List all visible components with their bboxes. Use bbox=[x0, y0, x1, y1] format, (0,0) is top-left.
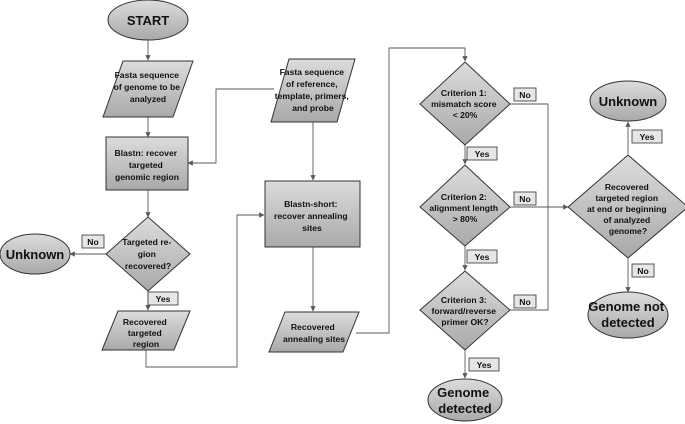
svg-text:Genome detected: Genome detected bbox=[437, 385, 493, 416]
tag-yes-c3-label: Yes bbox=[477, 360, 492, 370]
start-label: START bbox=[127, 13, 169, 28]
recovered-end-decision: Recovered targeted region at end or begi… bbox=[567, 154, 685, 259]
targeted-recovered-line-1: Targeted re- bbox=[122, 237, 171, 247]
recovered-end-line-1: Recovered bbox=[605, 182, 649, 192]
recovered-region-line-3: region bbox=[133, 339, 159, 349]
svg-text:Recovered annealing site: Recovered annealing sites bbox=[283, 322, 345, 344]
criterion1-decision: Criterion 1: mismatch score < 20% bbox=[419, 61, 511, 146]
blastn-short-line-2: recover annealing bbox=[274, 211, 348, 221]
line-c1-no bbox=[510, 103, 549, 207]
criterion1-line-1: Criterion 1: bbox=[441, 88, 487, 98]
tag-yes-c2-label: Yes bbox=[475, 252, 490, 262]
start-node: START bbox=[107, 0, 189, 41]
tag-yes-c1-label: Yes bbox=[475, 149, 490, 159]
tag-no-c3: No bbox=[513, 294, 537, 309]
genome-detected-line-1: Genome bbox=[437, 385, 489, 400]
blastn-short-line-1: Blastn-short: bbox=[284, 199, 338, 209]
criterion3-line-2: forward/reverse bbox=[432, 306, 497, 316]
genome-detected-line-2: detected bbox=[438, 401, 492, 416]
svg-text:Blastn-short: recover an: Blastn-short: recover annealing sites bbox=[274, 199, 350, 233]
recovered-annealing-line-2: annealing sites bbox=[283, 334, 345, 344]
recovered-annealing-node: Recovered annealing sites bbox=[268, 311, 360, 353]
genome-not-detected-line-2: detected bbox=[601, 315, 655, 330]
criterion2-line-3: > 80% bbox=[453, 214, 478, 224]
blastn-line-3: genomic region bbox=[115, 172, 179, 182]
line-c3-no bbox=[510, 207, 549, 311]
fasta-reference-line-1: Fasta sequence bbox=[280, 67, 345, 77]
tag-no-end: No bbox=[631, 263, 655, 278]
tag-yes-c3: Yes bbox=[468, 357, 500, 372]
svg-text:Criterion 1: mismatch sc: Criterion 1: mismatch score < 20% bbox=[431, 88, 499, 120]
tag-no-targeted-label: No bbox=[87, 237, 98, 247]
recovered-end-line-3: at end or beginning bbox=[587, 204, 667, 214]
criterion1-line-2: mismatch score bbox=[431, 99, 497, 109]
tag-yes-targeted-label: Yes bbox=[156, 294, 171, 304]
recovered-region-node: Recovered targeted region bbox=[101, 310, 191, 351]
tag-yes-c1: Yes bbox=[466, 146, 498, 161]
svg-text:Fasta sequence of refere: Fasta sequence of reference, template, p… bbox=[275, 67, 351, 113]
tag-no-targeted: No bbox=[81, 234, 105, 249]
criterion3-decision: Criterion 3: forward/reverse primer OK? bbox=[419, 270, 511, 351]
blastn-line-1: Blastn: recover bbox=[115, 148, 178, 158]
blastn-line-2: targeted bbox=[129, 160, 163, 170]
targeted-recovered-line-2: gion bbox=[138, 249, 156, 259]
criterion2-line-2: alignment length bbox=[429, 203, 498, 213]
fasta-genome-line-1: Fasta sequence bbox=[115, 70, 180, 80]
arrow-recovered-to-blastnshort bbox=[145, 212, 265, 368]
fasta-reference-node: Fasta sequence of reference, template, p… bbox=[270, 58, 356, 123]
criterion3-line-1: Criterion 3: bbox=[441, 295, 487, 305]
tag-yes-end: Yes bbox=[631, 129, 663, 144]
recovered-end-line-2: targeted region bbox=[596, 193, 659, 203]
tag-no-c2: No bbox=[513, 191, 537, 206]
blastn-short-node: Blastn-short: recover annealing sites bbox=[264, 180, 361, 248]
svg-text:Recovered targeted regio: Recovered targeted region at end or begi… bbox=[587, 182, 669, 236]
tag-no-c3-label: No bbox=[519, 297, 530, 307]
recovered-annealing-line-1: Recovered bbox=[291, 322, 335, 332]
criterion2-line-1: Criterion 2: bbox=[441, 192, 487, 202]
criterion2-decision: Criterion 2: alignment length > 80% bbox=[419, 164, 511, 247]
unknown-right-node: Unknown bbox=[589, 80, 667, 122]
blastn-node: Blastn: recover targeted genomic region bbox=[105, 136, 189, 191]
svg-text:Targeted re- gion: Targeted re- gion recovered? bbox=[122, 237, 173, 271]
svg-text:Fasta sequence of genome: Fasta sequence of genome to be analyzed bbox=[114, 70, 183, 104]
fasta-reference-line-3: template, primers, bbox=[275, 91, 349, 101]
tag-yes-c2: Yes bbox=[466, 249, 498, 264]
svg-text:Blastn: recover targeted: Blastn: recover targeted genomic region bbox=[115, 148, 180, 182]
fasta-genome-line-2: of genome to be bbox=[114, 82, 181, 92]
fasta-genome-node: Fasta sequence of genome to be analyzed bbox=[102, 60, 194, 118]
recovered-end-line-5: genome? bbox=[609, 226, 647, 236]
genome-not-detected-node: Genome not detected bbox=[587, 291, 669, 339]
criterion1-line-3: < 20% bbox=[453, 110, 478, 120]
tag-yes-end-label: Yes bbox=[640, 132, 655, 142]
unknown-left-node: Unknown bbox=[0, 233, 71, 275]
tag-yes-targeted: Yes bbox=[147, 291, 179, 306]
tag-no-end-label: No bbox=[637, 266, 648, 276]
blastn-short-line-3: sites bbox=[302, 223, 322, 233]
recovered-end-line-4: of analyzed bbox=[603, 215, 650, 225]
recovered-region-line-2: targeted bbox=[128, 328, 162, 338]
criterion3-line-3: primer OK? bbox=[441, 317, 488, 327]
svg-text:Criterion 3: forward/rev: Criterion 3: forward/reverse primer OK? bbox=[432, 295, 499, 327]
tag-no-c1: No bbox=[513, 87, 537, 102]
arrow-reference-to-blastn bbox=[187, 88, 274, 166]
tag-no-c1-label: No bbox=[519, 90, 530, 100]
fasta-genome-line-3: analyzed bbox=[130, 94, 166, 104]
targeted-recovered-line-3: recovered? bbox=[125, 261, 171, 271]
arrow-annealing-to-criterion1 bbox=[356, 47, 468, 334]
tag-no-c2-label: No bbox=[519, 194, 530, 204]
targeted-recovered-decision: Targeted re- gion recovered? bbox=[105, 216, 191, 292]
genome-not-detected-line-1: Genome not bbox=[588, 299, 665, 314]
recovered-region-line-1: Recovered bbox=[123, 317, 167, 327]
unknown-right-label: Unknown bbox=[599, 94, 658, 109]
svg-text:Genome not detected: Genome not detected bbox=[588, 299, 667, 330]
fasta-reference-line-4: and probe bbox=[292, 103, 334, 113]
unknown-left-label: Unknown bbox=[6, 247, 65, 262]
svg-text:Recovered targeted: Recovered targeted region bbox=[123, 317, 169, 349]
fasta-reference-line-2: of reference, bbox=[286, 79, 338, 89]
svg-text:Criterion 2: alignment l: Criterion 2: alignment length > 80% bbox=[429, 192, 500, 224]
genome-detected-node: Genome detected bbox=[427, 378, 503, 422]
